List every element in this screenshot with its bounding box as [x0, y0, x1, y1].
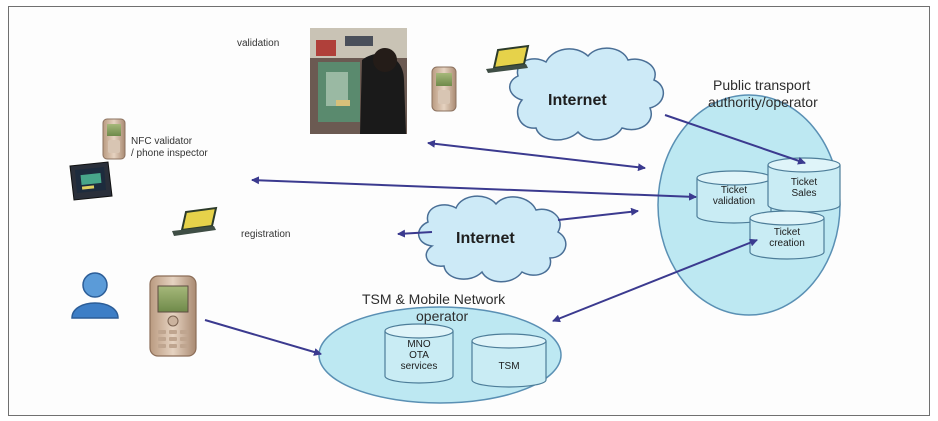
phone-small-top-icon: [431, 66, 457, 112]
db-ticket-sales-line1: Ticket: [790, 177, 818, 188]
label-validation: validation: [237, 38, 280, 49]
db-tsm-label: TSM: [479, 361, 539, 372]
arrows: [204, 114, 806, 356]
arrow-phone-to-tsm: [204, 319, 322, 356]
label-internet-bottom: Internet: [456, 230, 515, 247]
nfc-phone-icon: [102, 118, 126, 160]
label-registration: registration: [241, 229, 291, 240]
db-ticket-creation-label: Ticket creation: [757, 227, 817, 249]
db-ticket-creation-line2: creation: [769, 238, 805, 249]
arrow-cloud-to-pta: [557, 207, 639, 221]
db-ticket-sales-label: Ticket Sales: [774, 177, 834, 199]
laptop-top-icon: [486, 44, 530, 73]
arrow-tsm-to-creation: [552, 238, 758, 323]
db-mno-ota-label: MNO OTA services: [390, 339, 448, 372]
label-nfc-validator: NFC validator: [131, 136, 193, 147]
label-internet-top: Internet: [548, 92, 607, 109]
db-tsm-line1: TSM: [498, 361, 520, 372]
db-mno-ota-line1: MNO: [407, 339, 431, 350]
db-mno-ota-line2: OTA: [409, 350, 429, 361]
arrow-nfc-validator-link: [251, 176, 697, 201]
db-ticket-validation-line2: validation: [712, 196, 756, 207]
internet-cloud-bottom: [418, 195, 567, 283]
arrow-registration-to-cloud: [397, 229, 433, 238]
db-mno-ota-line3: services: [400, 361, 438, 372]
internet-cloud-top: [509, 47, 664, 141]
nfc-validator-device-icon: [69, 161, 113, 201]
label-pta-line1: Public transport: [713, 77, 811, 93]
db-ticket-sales-line2: Sales: [791, 188, 817, 199]
arrow-validation-link: [427, 139, 646, 172]
arrow-cloud-to-sales: [664, 114, 806, 165]
cylinder-ticket-sales: [767, 157, 841, 213]
mobile-phone-large-icon: [149, 275, 197, 357]
label-phone-inspector: / phone inspector: [131, 148, 208, 159]
label-pta-line2: authority/operator: [708, 94, 818, 110]
validation-photo: [310, 28, 407, 134]
cylinder-mno-ota: [384, 323, 454, 384]
user-icon: [71, 272, 119, 319]
laptop-registration-icon: [172, 206, 218, 236]
label-tsm-line1: TSM & Mobile Network: [362, 291, 506, 307]
db-ticket-creation-line1: Ticket: [773, 227, 801, 238]
cylinder-tsm: [471, 333, 547, 388]
label-tsm-line2: operator: [416, 308, 469, 324]
db-ticket-validation-line1: Ticket: [720, 185, 748, 196]
db-ticket-validation-label: Ticket validation: [704, 185, 764, 207]
